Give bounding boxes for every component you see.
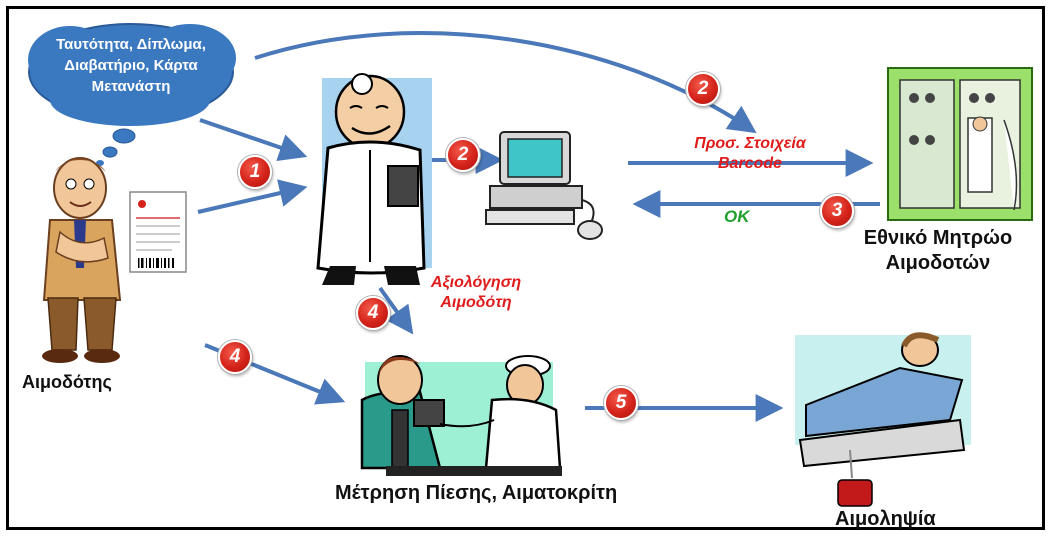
- arrow-cloud-to-doctor: [199, 118, 308, 161]
- ok-label: ΟΚ: [724, 207, 750, 226]
- cloud-text: Ταυτότητα, Δίπλωμα, Διαβατήριο, Κάρτα Με…: [38, 34, 224, 97]
- step-badge-3: 3: [820, 194, 854, 228]
- evaluation-line-2: Αιμοδότη: [440, 294, 512, 311]
- registry-label-line-2: Αιμοδοτών: [885, 252, 991, 274]
- donor-label: Αιμοδότης: [22, 372, 112, 392]
- evaluation-label: Αξιολόγηση Αιμοδότη: [406, 274, 546, 312]
- cloud-line-3: Μετανάστη: [91, 78, 171, 95]
- evaluation-line-1: Αξιολόγηση: [430, 274, 522, 291]
- step-badge-2-computer: 2: [446, 138, 480, 172]
- blood-collection-scene-icon: [795, 332, 971, 507]
- donor-person-icon: [42, 157, 122, 363]
- registry-label-line-1: Εθνικό Μητρώο: [863, 227, 1013, 249]
- computer-icon: [485, 131, 603, 240]
- step-badge-2-registry: 2: [686, 72, 720, 106]
- send-data-label: Προσ. Στοιχεία Barcode: [650, 135, 850, 173]
- form-document-icon: [129, 191, 187, 273]
- arrow-doctor-to-pressure: [378, 286, 414, 335]
- registry-server-icon: [887, 67, 1033, 221]
- step-badge-1: 1: [238, 155, 272, 189]
- doctor-icon: [316, 73, 432, 285]
- step-badge-4-evaluation: 4: [356, 296, 390, 330]
- cloud-line-1: Ταυτότητα, Δίπλωμα,: [56, 36, 206, 53]
- collection-label: Αιμοληψία: [835, 508, 936, 530]
- pressure-label: Μέτρηση Πίεσης, Αιματοκρίτη: [335, 482, 618, 504]
- step-badge-4-donor: 4: [218, 340, 252, 374]
- thought-cloud-icon: [28, 23, 236, 166]
- registry-label: Εθνικό Μητρώο Αιμοδοτών: [840, 227, 1036, 275]
- step-badge-5: 5: [604, 386, 638, 420]
- send-data-line-2: Barcode: [717, 155, 783, 172]
- arrow-donor-to-doctor: [197, 179, 308, 214]
- blood-pressure-scene-icon: [360, 355, 562, 476]
- send-data-line-1: Προσ. Στοιχεία: [694, 135, 806, 152]
- cloud-line-2: Διαβατήριο, Κάρτα: [64, 57, 198, 74]
